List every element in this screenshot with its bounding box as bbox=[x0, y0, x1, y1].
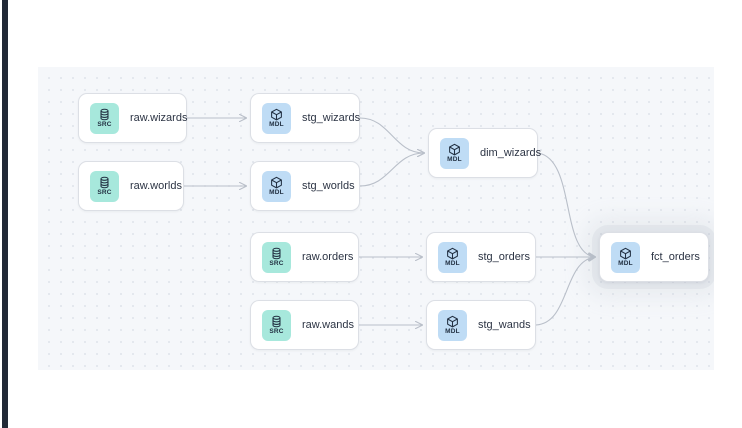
cube-icon bbox=[619, 247, 632, 260]
node-label: stg_worlds bbox=[302, 179, 355, 192]
cube-icon bbox=[446, 315, 459, 328]
graph-node-stg-wizards[interactable]: MDL stg_wizards bbox=[250, 93, 360, 143]
database-icon bbox=[98, 108, 111, 121]
src-type-badge: SRC bbox=[90, 170, 119, 202]
badge-kind-label: SRC bbox=[97, 121, 112, 128]
badge-kind-label: MDL bbox=[269, 189, 284, 196]
node-label: raw.wizards bbox=[130, 111, 188, 124]
database-icon bbox=[270, 247, 283, 260]
graph-node-raw-worlds[interactable]: SRC raw.worlds bbox=[78, 161, 184, 211]
app-sidebar-rail[interactable] bbox=[2, 0, 8, 428]
mdl-type-badge: MDL bbox=[611, 241, 640, 273]
database-icon bbox=[98, 176, 111, 189]
badge-kind-label: MDL bbox=[445, 328, 460, 335]
graph-node-fct-orders[interactable]: MDL fct_orders bbox=[599, 232, 709, 282]
graph-node-stg-wands[interactable]: MDL stg_wands bbox=[426, 300, 536, 350]
edge-stg-wizards-to-dim-wizards bbox=[359, 117, 424, 153]
node-label: raw.wands bbox=[302, 318, 354, 331]
graph-node-raw-orders[interactable]: SRC raw.orders bbox=[250, 232, 359, 282]
node-label: stg_orders bbox=[478, 250, 530, 263]
mdl-type-badge: MDL bbox=[438, 241, 467, 273]
graph-node-stg-worlds[interactable]: MDL stg_worlds bbox=[250, 161, 360, 211]
src-type-badge: SRC bbox=[262, 309, 291, 341]
badge-kind-label: SRC bbox=[269, 328, 284, 335]
graph-node-dim-wizards[interactable]: MDL dim_wizards bbox=[428, 128, 542, 178]
graph-node-raw-wizards[interactable]: SRC raw.wizards bbox=[78, 93, 187, 143]
node-label: raw.worlds bbox=[130, 179, 182, 192]
badge-kind-label: MDL bbox=[618, 260, 633, 267]
node-label: raw.orders bbox=[302, 250, 354, 263]
cube-icon bbox=[446, 247, 459, 260]
mdl-type-badge: MDL bbox=[262, 102, 291, 134]
graph-node-raw-wands[interactable]: SRC raw.wands bbox=[250, 300, 359, 350]
node-label: dim_wizards bbox=[480, 146, 542, 159]
edge-layer bbox=[184, 67, 714, 370]
node-label: stg_wands bbox=[478, 318, 531, 331]
mdl-type-badge: MDL bbox=[440, 137, 469, 169]
edge-stg-wands-to-fct-orders bbox=[535, 257, 595, 326]
lineage-graph-canvas[interactable]: SRC raw.wizards SRC raw.worlds bbox=[38, 67, 714, 370]
mdl-type-badge: MDL bbox=[438, 309, 467, 341]
badge-kind-label: MDL bbox=[447, 156, 462, 163]
database-icon bbox=[270, 315, 283, 328]
node-label: fct_orders bbox=[651, 250, 700, 263]
badge-kind-label: SRC bbox=[269, 260, 284, 267]
src-type-badge: SRC bbox=[90, 102, 119, 134]
edge-dim-wizards-to-fct-orders bbox=[537, 152, 595, 257]
badge-kind-label: MDL bbox=[269, 121, 284, 128]
node-label: stg_wizards bbox=[302, 111, 361, 124]
cube-icon bbox=[270, 176, 283, 189]
cube-icon bbox=[270, 108, 283, 121]
src-type-badge: SRC bbox=[262, 241, 291, 273]
badge-kind-label: SRC bbox=[97, 189, 112, 196]
badge-kind-label: MDL bbox=[445, 260, 460, 267]
mdl-type-badge: MDL bbox=[262, 170, 291, 202]
cube-icon bbox=[448, 143, 461, 156]
edge-stg-worlds-to-dim-wizards bbox=[359, 153, 424, 187]
graph-node-stg-orders[interactable]: MDL stg_orders bbox=[426, 232, 536, 282]
